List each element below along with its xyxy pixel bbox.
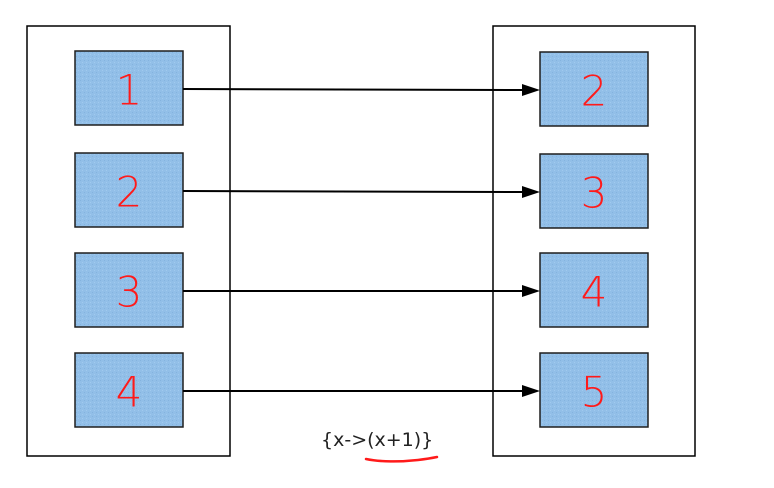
left-cell-box <box>74 252 184 328</box>
arrow-head <box>522 385 540 397</box>
arrow-shaft <box>182 88 525 91</box>
right-cell-2: 3 <box>539 153 649 229</box>
mapping-arrows <box>182 84 540 397</box>
right-cell-value: 2 <box>581 67 608 116</box>
left-cell-value: 2 <box>116 168 143 217</box>
arrow-shaft <box>182 190 525 193</box>
right-set: 2 3 4 5 <box>539 51 649 428</box>
mapping-arrow-1 <box>182 84 540 96</box>
mapping-arrow-3 <box>183 285 540 297</box>
right-cell-box <box>539 352 649 428</box>
right-cell-box <box>539 252 649 328</box>
left-cell-2: 2 <box>74 152 184 228</box>
right-cell-1: 2 <box>539 51 649 127</box>
left-cell-value: 3 <box>116 268 143 317</box>
left-cell-3: 3 <box>74 252 184 328</box>
arrow-head <box>522 186 540 198</box>
right-cell-value: 3 <box>581 169 608 218</box>
right-cell-value: 4 <box>581 268 608 317</box>
left-cell-4: 4 <box>74 352 184 428</box>
mapping-arrow-4 <box>183 385 540 397</box>
mapping-arrow-2 <box>182 186 540 198</box>
left-cell-box <box>74 352 184 428</box>
right-cell-value: 5 <box>581 368 608 417</box>
right-cell-4: 5 <box>539 352 649 428</box>
left-cell-value: 4 <box>116 368 143 417</box>
function-label: {x->(x+1)} <box>321 429 433 451</box>
left-cell-box <box>74 152 184 228</box>
left-cell-1: 1 <box>74 50 184 126</box>
left-cell-box <box>74 50 184 126</box>
left-cell-value: 1 <box>116 66 143 115</box>
handwritten-underline <box>364 455 439 463</box>
right-cell-3: 4 <box>539 252 649 328</box>
right-cell-box <box>539 51 649 127</box>
right-cell-box <box>539 153 649 229</box>
arrow-head <box>522 285 540 297</box>
left-set: 1 2 3 4 <box>74 50 184 428</box>
arrow-head <box>522 84 540 96</box>
